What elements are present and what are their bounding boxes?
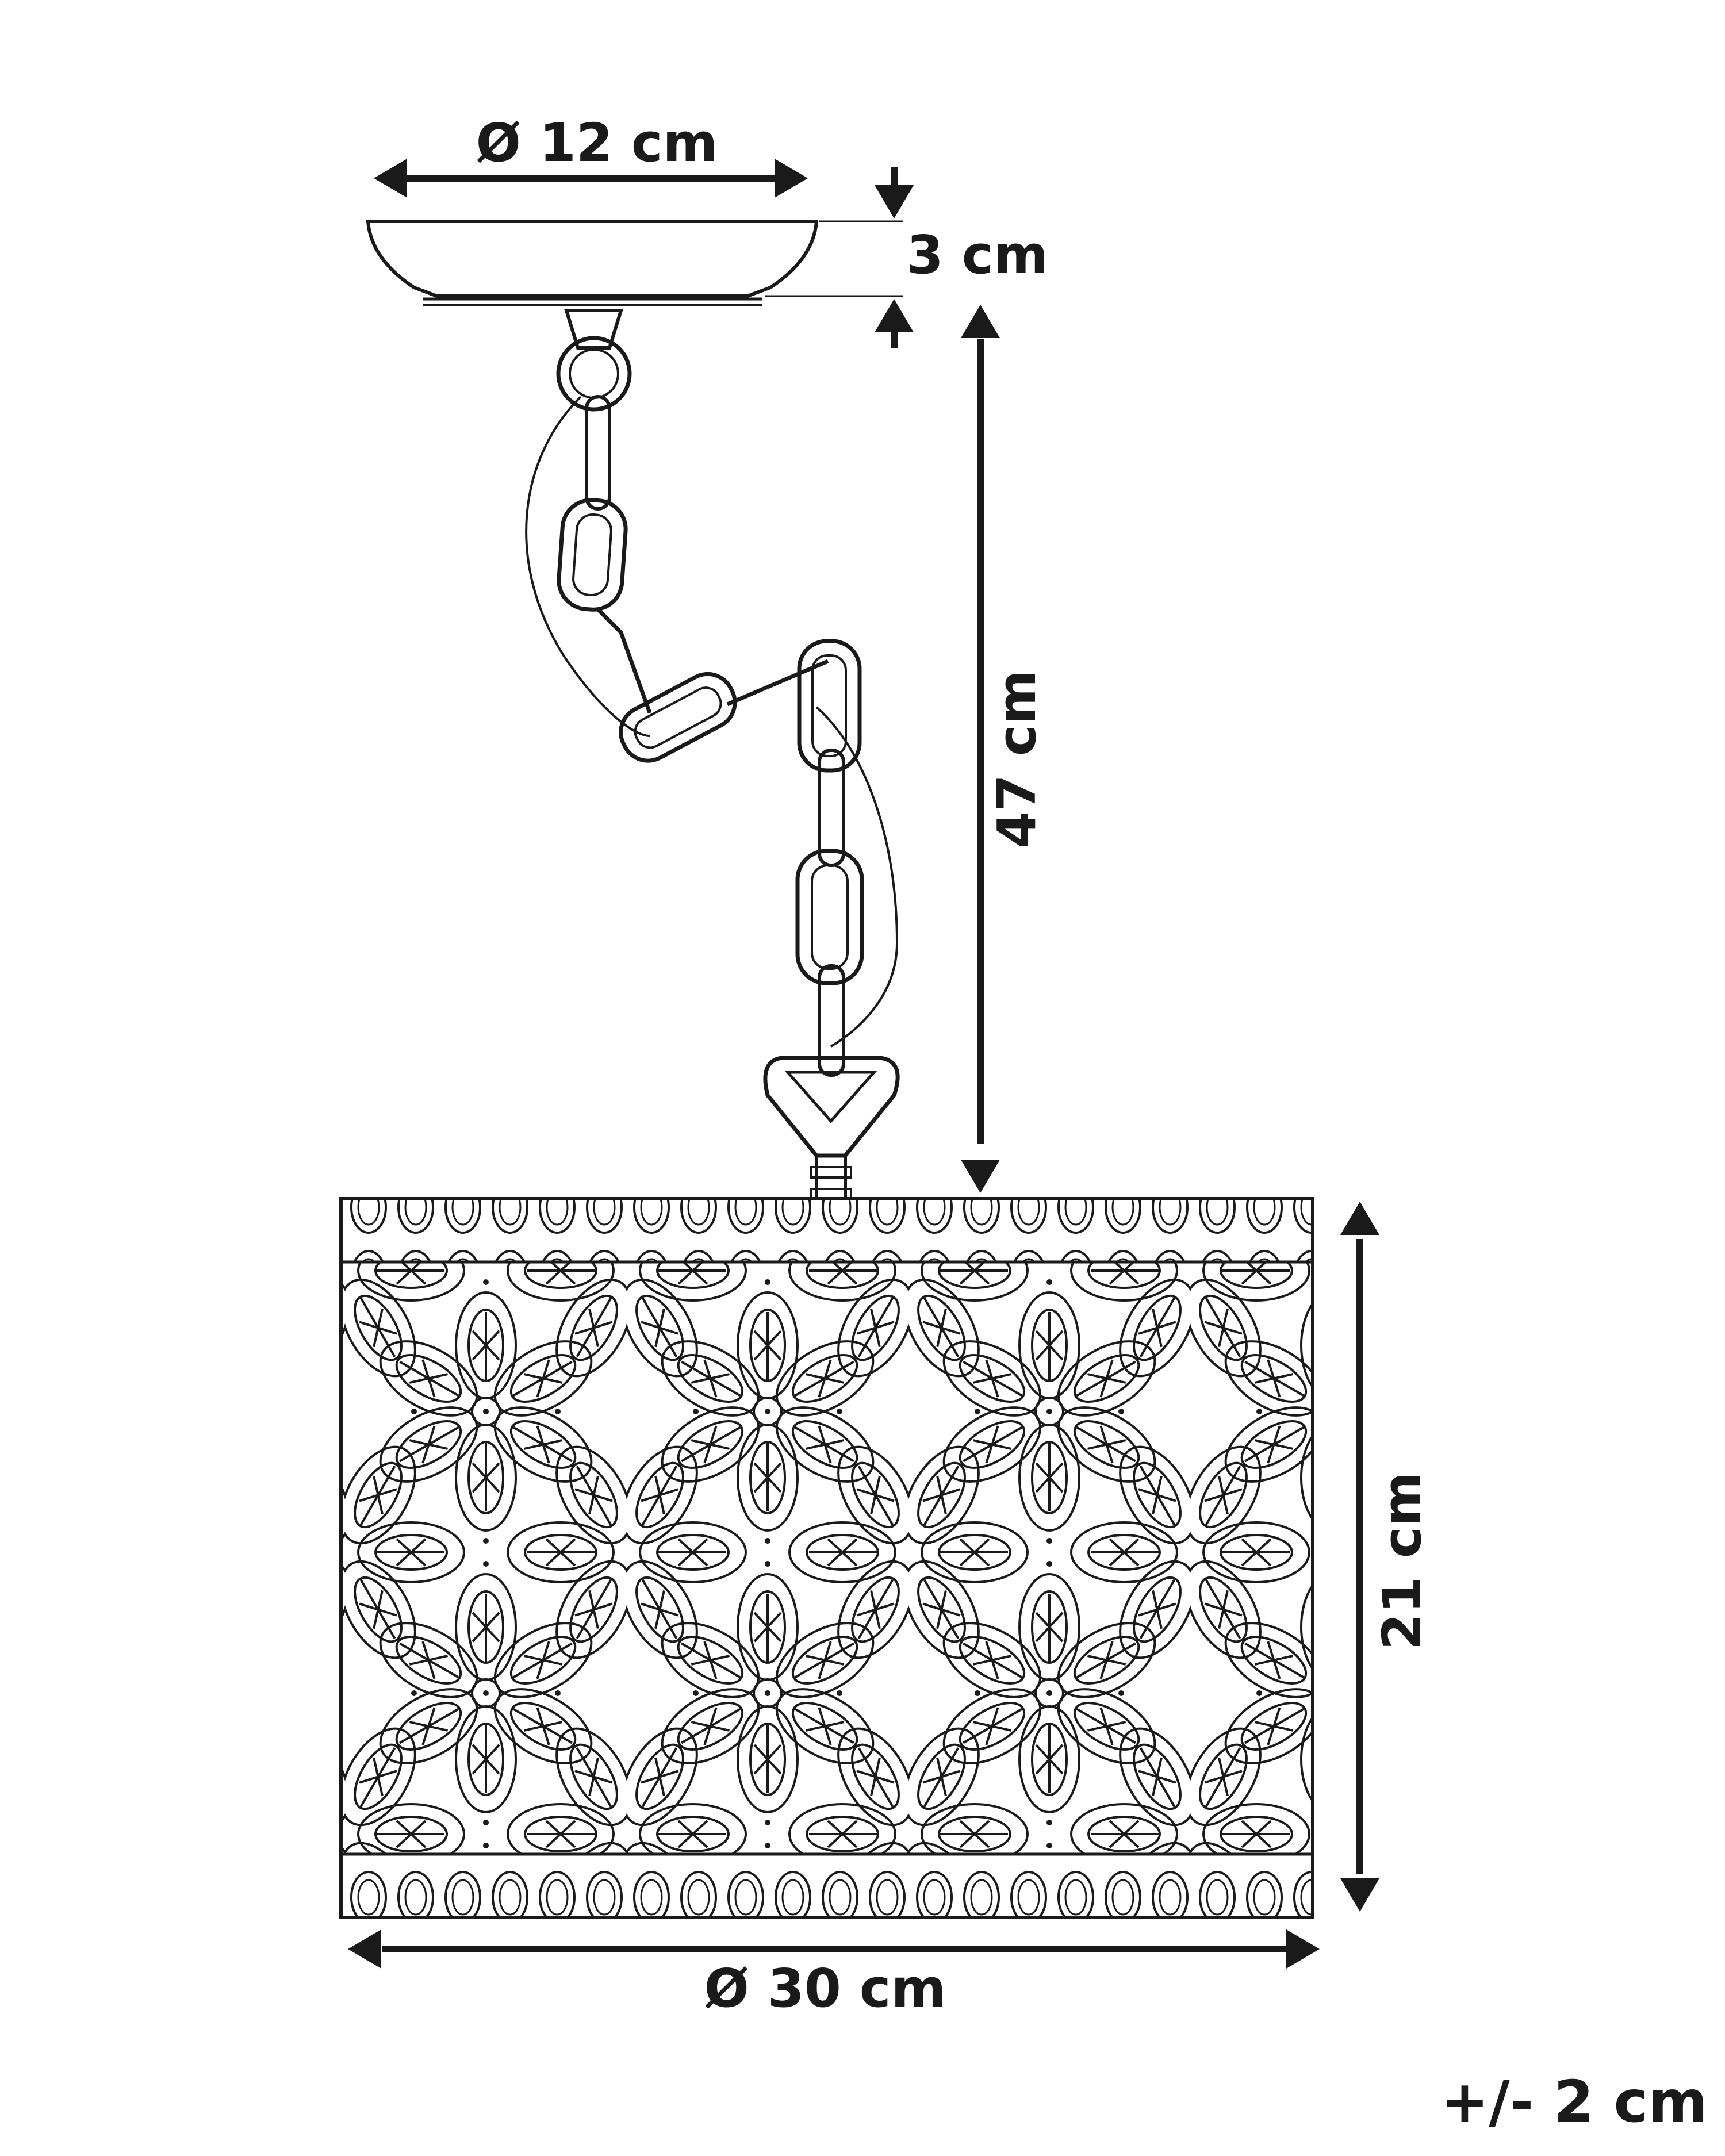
suspension-chain (525, 309, 900, 1221)
shade-height-label: 21 cm (1371, 1472, 1433, 1650)
canopy-diameter-arrowhead-left (374, 159, 407, 198)
suspension-length-label: 47 cm (986, 670, 1048, 848)
canopy-height-extension-lines (765, 220, 903, 297)
canopy-height-label: 3 cm (907, 224, 1048, 286)
ceiling-canopy (366, 220, 819, 306)
canopy-diameter-label: Ø 12 cm (476, 112, 718, 174)
canopy-height-arrowhead-bottom (875, 299, 914, 332)
lamp-shade (339, 1197, 1314, 1919)
shade-height-arrowhead-top (1340, 1202, 1379, 1235)
canopy-height-arrowhead-top (875, 185, 914, 218)
canopy-diameter-arrowhead-right (775, 159, 808, 198)
shade-diameter-arrowhead-left (348, 1929, 381, 1969)
shade-height-arrowhead-bottom (1340, 1878, 1379, 1912)
dimension-lines (348, 159, 1379, 1969)
shade-diameter-arrowhead-right (1286, 1929, 1320, 1969)
suspension-length-arrowhead-bottom (961, 1160, 1000, 1193)
tolerance-label: +/- 2 cm (1440, 2068, 1708, 2135)
suspension-length-arrowhead-top (961, 305, 1000, 338)
shade-diameter-label: Ø 30 cm (704, 1958, 946, 2019)
